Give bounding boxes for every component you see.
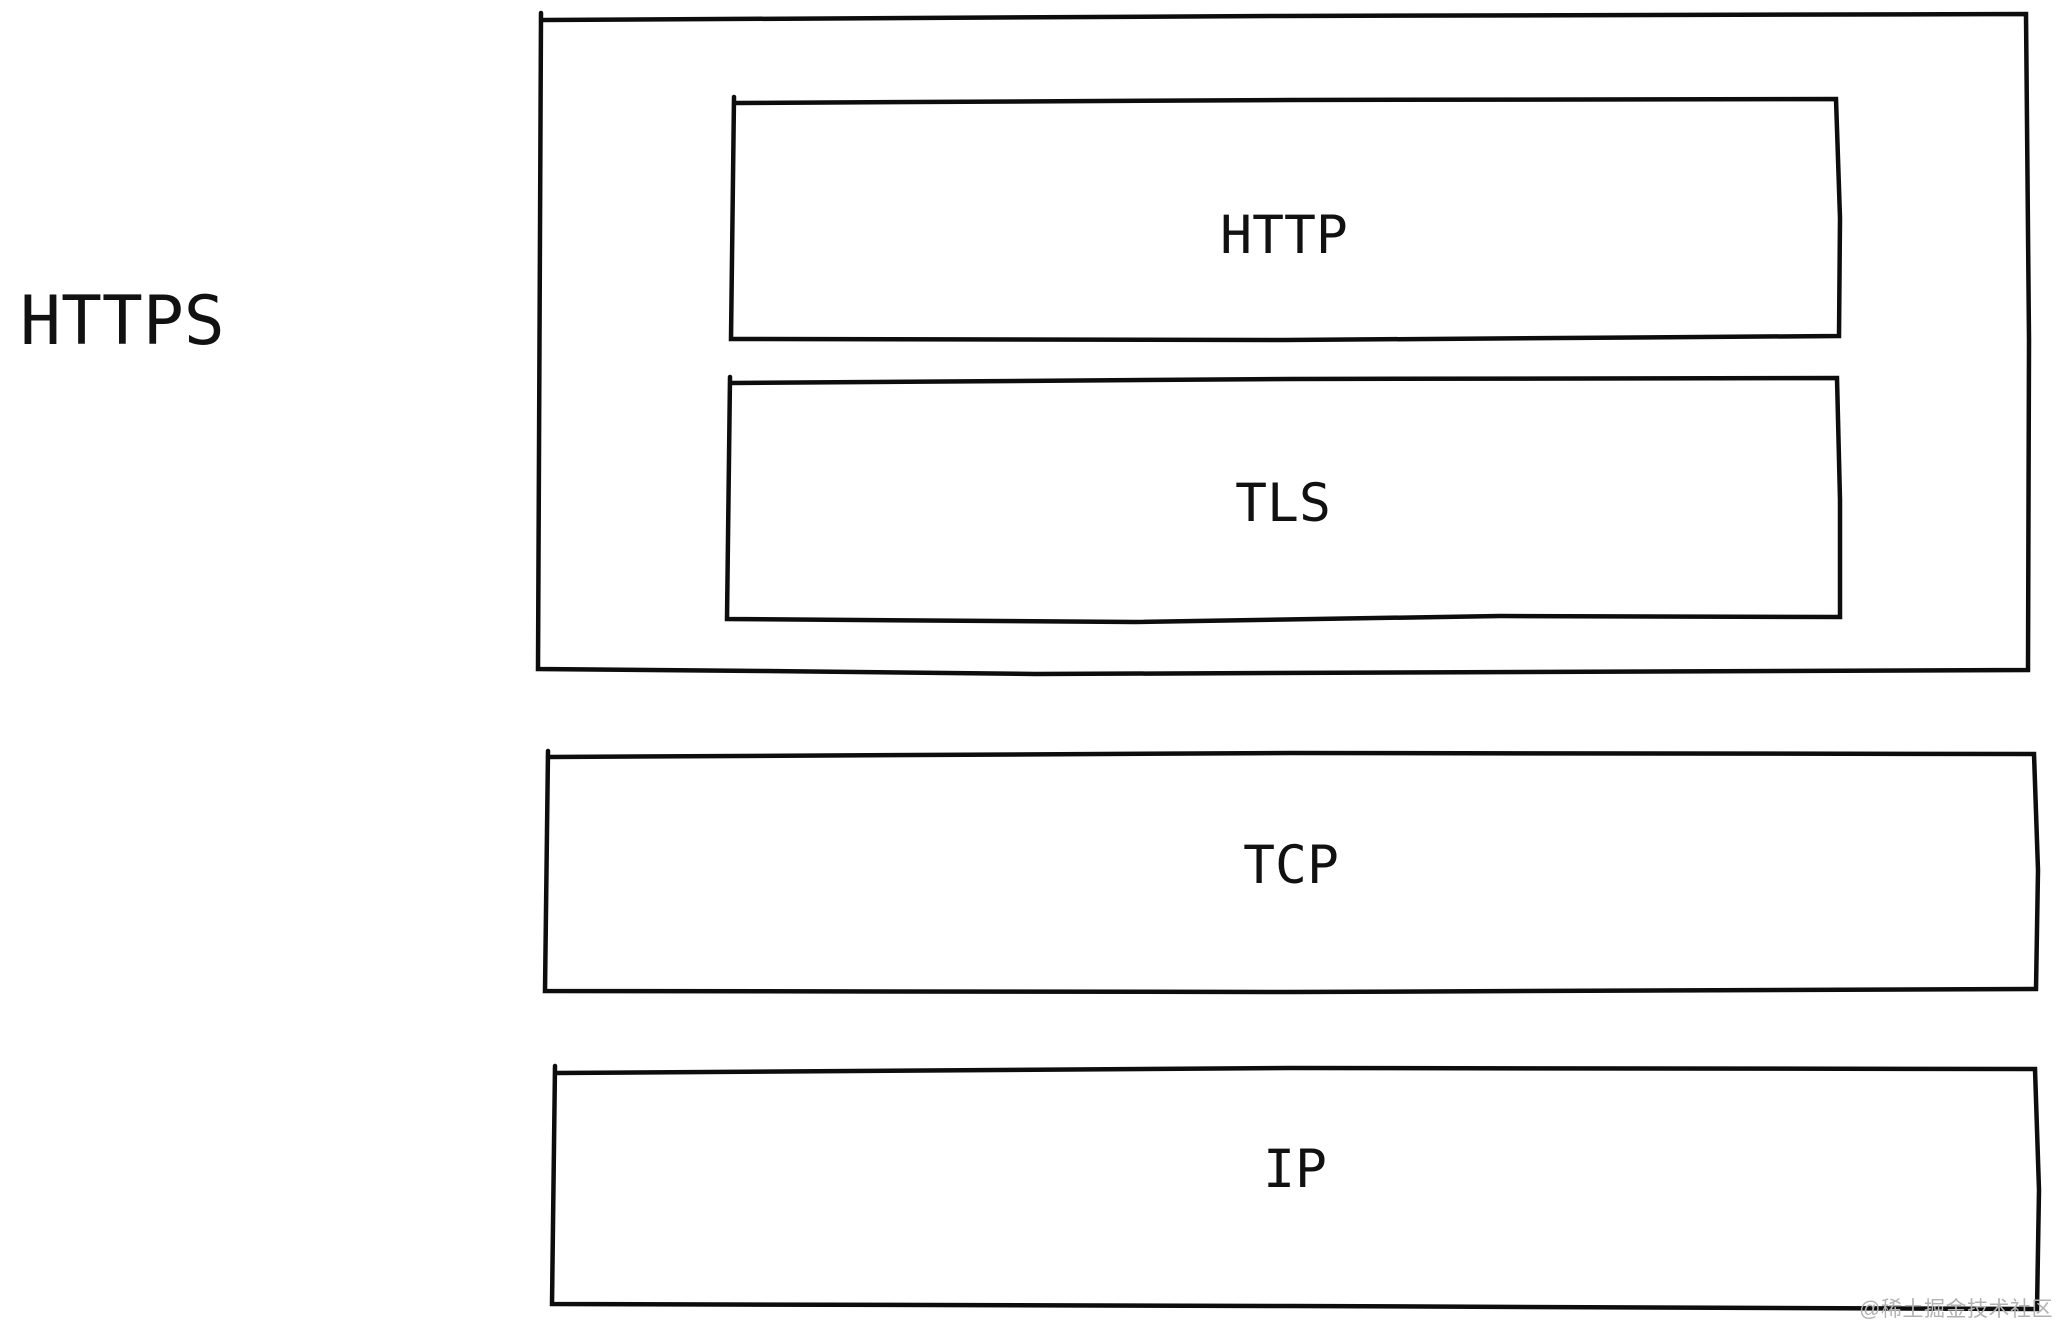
watermark-text: @稀土掘金技术社区 bbox=[1859, 1298, 2053, 1321]
http-box-outline bbox=[728, 94, 1843, 343]
https-outer-box-outline bbox=[535, 10, 2032, 677]
ip-box-outline bbox=[549, 1063, 2042, 1312]
tcp-box-outline bbox=[542, 748, 2041, 995]
https-stack-label: HTTPS bbox=[20, 282, 225, 361]
tls-box-label: TLS bbox=[1235, 473, 1331, 534]
ip-box-label: IP bbox=[1263, 1139, 1327, 1200]
tcp-box-label: TCP bbox=[1243, 835, 1339, 896]
http-box-label: HTTP bbox=[1220, 205, 1348, 266]
tls-box-outline bbox=[724, 374, 1843, 625]
